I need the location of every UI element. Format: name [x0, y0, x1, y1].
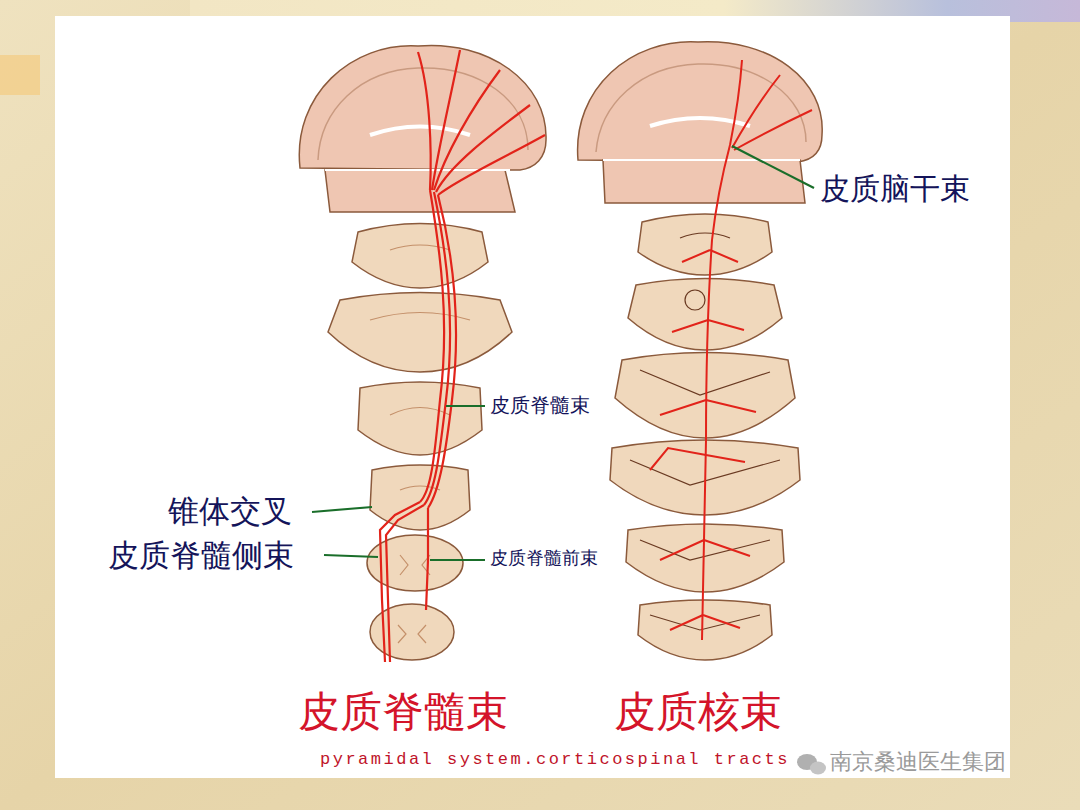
callout-label: 皮质脊髓前束	[490, 548, 598, 569]
column-title: 皮质核束	[614, 688, 782, 736]
tract-label: 皮质脑干束	[820, 172, 970, 207]
tract-label: 皮质脊髓侧束	[108, 538, 294, 574]
callout-label: 皮质脊髓束	[490, 394, 590, 417]
column-title: 皮质脊髓束	[298, 688, 508, 736]
tract-label: 锥体交叉	[168, 494, 292, 530]
watermark: 南京桑迪医生集团	[830, 749, 1006, 774]
caption: pyramidal system.corticospinal tracts	[320, 750, 790, 770]
